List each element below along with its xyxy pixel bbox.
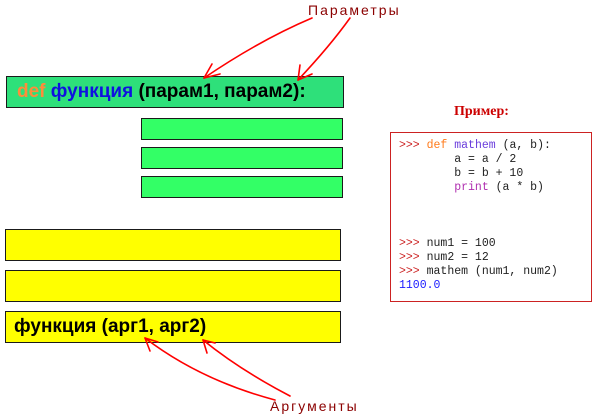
- arrow-to-arg2: [202, 339, 291, 397]
- arrowhead-arg1: [144, 337, 159, 352]
- function-body-block-2: [141, 147, 343, 169]
- code-line: >>> mathem (num1, num2): [399, 265, 558, 278]
- function-call-bar: функция (арг1, арг2): [5, 311, 341, 343]
- code-line: a = a / 2: [399, 153, 517, 166]
- parameters-label: Параметры: [308, 2, 401, 18]
- code-line: print (a * b): [454, 181, 544, 194]
- arrowhead-param2: [297, 64, 313, 81]
- function-body-block-3: [141, 176, 343, 198]
- arrow-to-arg1: [144, 337, 276, 401]
- arrowhead-arg2: [202, 339, 216, 354]
- code-line: >>> num1 = 100: [399, 237, 496, 250]
- code-line: >>> def mathem (a, b):: [399, 139, 551, 152]
- function-name: функция: [50, 81, 134, 102]
- program-block-1: [5, 229, 341, 261]
- code-line: b = b + 10: [399, 167, 524, 180]
- code-example-box: >>> def mathem (a, b): a = a / 2 b = b +…: [390, 132, 592, 302]
- arrow-to-param2: [297, 17, 351, 81]
- example-title: Пример:: [454, 104, 509, 119]
- arrow-to-param1: [203, 17, 313, 79]
- function-params: (парам1, парам2):: [138, 81, 306, 102]
- arguments-label: Аргументы: [270, 398, 359, 414]
- program-block-2: [5, 270, 341, 302]
- function-definition-bar: def функция (парам1, парам2):: [6, 76, 344, 108]
- def-keyword: def: [17, 81, 46, 102]
- code-line: >>> num2 = 12: [399, 251, 489, 264]
- arrowhead-param1: [203, 63, 221, 79]
- function-body-block-1: [141, 118, 343, 140]
- code-output: 1100.0: [399, 279, 441, 292]
